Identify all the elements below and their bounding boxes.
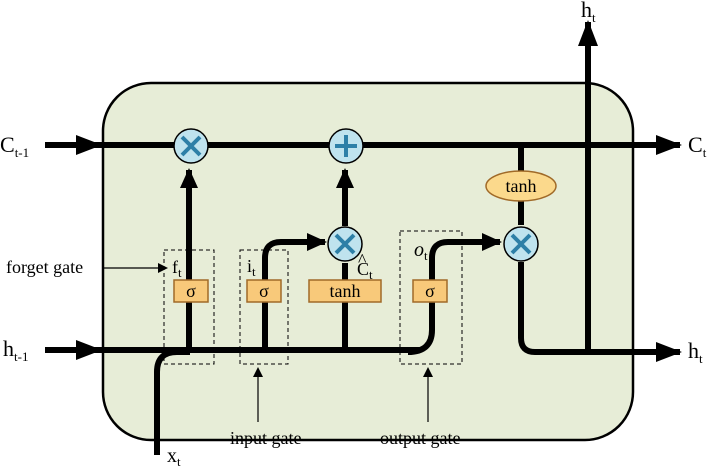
candidate-tanh-label: tanh [330, 281, 361, 301]
output-gate-path [407, 233, 502, 355]
x-input-path [154, 349, 190, 455]
forget-gate-label: forget gate [6, 257, 83, 277]
output-sigma-label: σ [425, 281, 435, 301]
output-multiply-icon [503, 226, 539, 262]
input-gate-path [262, 233, 327, 350]
h-prev-label: ht-1 [3, 336, 28, 364]
candidate-hat: ^ [358, 250, 367, 270]
input-gate-label: input gate [230, 428, 301, 448]
h-out-right-label: ht [688, 338, 703, 366]
cell-tanh-block: tanh [485, 170, 557, 202]
candidate-var-label: Ct [357, 259, 373, 282]
c-out-label: Ct [688, 132, 707, 160]
output-h-path [518, 262, 682, 362]
output-gate-box [399, 230, 463, 365]
forget-multiply-icon [173, 128, 209, 164]
output-sigma-block: σ [412, 279, 448, 303]
x-input-label: xt [167, 445, 181, 467]
add-icon [328, 128, 364, 164]
output-var-label: ot [414, 239, 428, 263]
input-sigma-block: σ [246, 279, 282, 303]
forget-sigma-label: σ [186, 281, 196, 301]
candidate-tanh-block: tanh [308, 279, 382, 303]
forget-sigma-block: σ [173, 279, 209, 303]
c-prev-label: Ct-1 [0, 132, 29, 160]
cell-tanh-label: tanh [506, 176, 537, 196]
output-gate-label: output gate [380, 428, 460, 448]
forget-var-label: ft [172, 257, 182, 280]
input-multiply-icon [327, 226, 363, 262]
h-out-top-label: ht [581, 0, 596, 25]
forget-gate-box [163, 249, 215, 365]
input-gate-box [239, 249, 289, 365]
input-sigma-label: σ [259, 281, 269, 301]
input-var-label: it [247, 256, 256, 279]
